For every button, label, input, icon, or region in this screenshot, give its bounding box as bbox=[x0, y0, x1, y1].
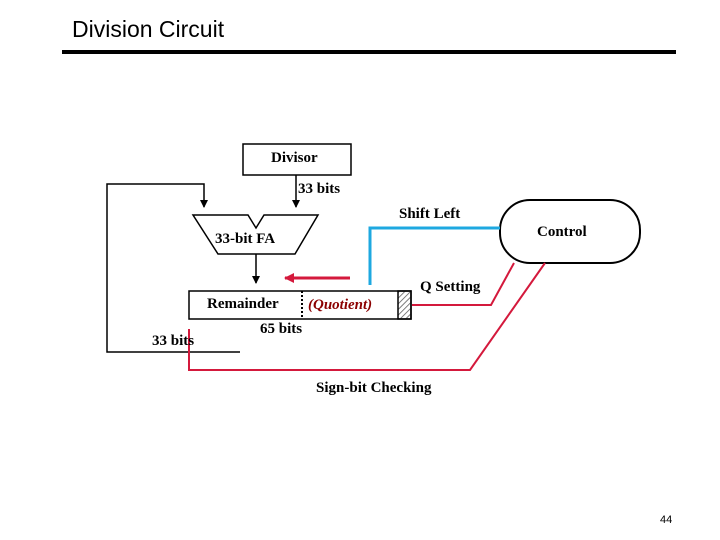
remainder-register bbox=[188, 290, 412, 320]
title-underline bbox=[62, 50, 676, 54]
divisor-register bbox=[242, 143, 352, 176]
divisor-label: Divisor bbox=[271, 150, 318, 166]
register-bits-label: 65 bits bbox=[260, 321, 303, 337]
control-unit bbox=[499, 199, 641, 264]
sign-bit-wire bbox=[188, 262, 546, 371]
shift-left-wire bbox=[368, 226, 500, 285]
sign-bit-checking-label: Sign-bit Checking bbox=[316, 380, 432, 396]
fa-label: 33-bit FA bbox=[215, 231, 276, 247]
feedback-bits-label: 33 bits bbox=[152, 333, 195, 349]
shift-left-label: Shift Left bbox=[399, 206, 461, 222]
quotient-label: (Quotient) bbox=[308, 297, 373, 313]
fa-adder-shape bbox=[191, 214, 320, 255]
q-setting-wire bbox=[412, 262, 515, 306]
divisor-bits-label: 33 bits bbox=[298, 181, 341, 197]
slide-title: Division Circuit bbox=[72, 16, 225, 42]
quotient-lsb-hatch bbox=[397, 290, 412, 320]
q-setting-label: Q Setting bbox=[420, 279, 481, 295]
feedback-wire bbox=[106, 183, 240, 353]
page-number: 44 bbox=[660, 514, 673, 526]
control-label: Control bbox=[537, 224, 587, 240]
remainder-label: Remainder bbox=[207, 296, 279, 312]
